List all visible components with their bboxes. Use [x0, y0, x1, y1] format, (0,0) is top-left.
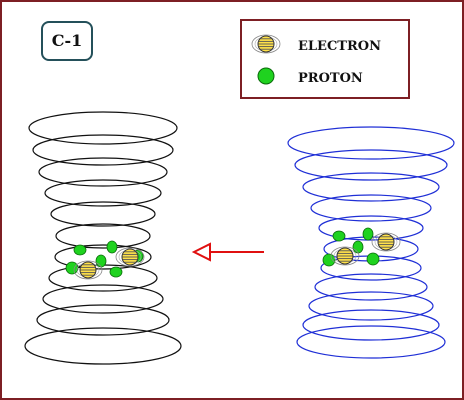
- figure-label: C-1: [52, 31, 83, 50]
- legend-electron-icon: [251, 34, 281, 54]
- left-coil-ring: [42, 284, 164, 314]
- figure-label-box: C-1: [41, 21, 93, 61]
- left-coil-ring: [50, 201, 156, 227]
- proton: [109, 266, 123, 278]
- right-coil-ring: [296, 325, 446, 359]
- right-particle-cluster: [322, 227, 401, 267]
- electron: [371, 232, 401, 252]
- proton: [332, 230, 346, 242]
- left-coil-ring: [24, 327, 182, 365]
- proton: [95, 254, 107, 268]
- proton: [362, 227, 374, 241]
- right-coil-ring: [314, 273, 428, 301]
- left-coil-ring: [38, 157, 168, 187]
- right-coil-ring: [310, 194, 432, 222]
- right-coil-ring: [302, 172, 440, 202]
- proton: [366, 252, 380, 266]
- left-particle-cluster: [65, 240, 145, 280]
- legend-electron-label: ELECTRON: [298, 39, 381, 54]
- proton: [322, 253, 336, 267]
- right-coil-ring: [318, 215, 424, 241]
- left-coil: [24, 111, 182, 365]
- left-coil-ring: [54, 244, 152, 270]
- legend-proton-label: PROTON: [298, 71, 363, 86]
- electron: [115, 247, 145, 267]
- left-coil-ring: [44, 179, 162, 207]
- proton: [73, 244, 87, 256]
- left-coil-ring: [32, 134, 174, 166]
- legend-electron-glyph: [251, 34, 281, 54]
- right-coil-ring: [294, 149, 448, 181]
- proton: [65, 261, 79, 275]
- left-coil-ring: [55, 223, 151, 249]
- electron: [330, 246, 360, 266]
- proton: [106, 240, 118, 254]
- right-coil-ring: [287, 126, 455, 160]
- legend: ELECTRON PROTON: [240, 19, 410, 99]
- legend-proton-icon: [257, 67, 275, 85]
- proton: [352, 240, 364, 254]
- electron: [73, 260, 103, 280]
- right-coil-ring: [308, 291, 434, 321]
- direction-arrow-icon: [191, 242, 264, 262]
- right-coil: [287, 126, 455, 359]
- left-coil-ring: [28, 111, 178, 145]
- right-coil-ring: [302, 309, 440, 341]
- left-coil-ring: [36, 304, 170, 336]
